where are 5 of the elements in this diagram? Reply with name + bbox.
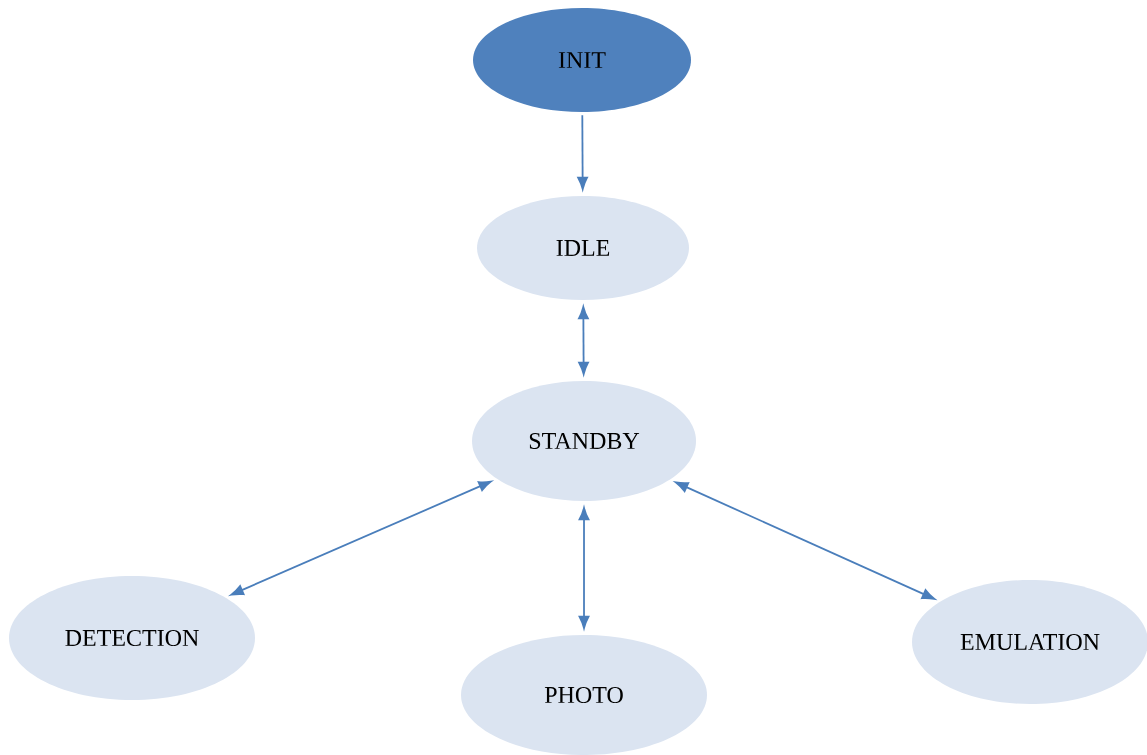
- arrow: [578, 306, 589, 375]
- arrow: [230, 480, 492, 596]
- arrow: [675, 481, 935, 600]
- arrow: [577, 114, 588, 190]
- arrow: [578, 507, 590, 629]
